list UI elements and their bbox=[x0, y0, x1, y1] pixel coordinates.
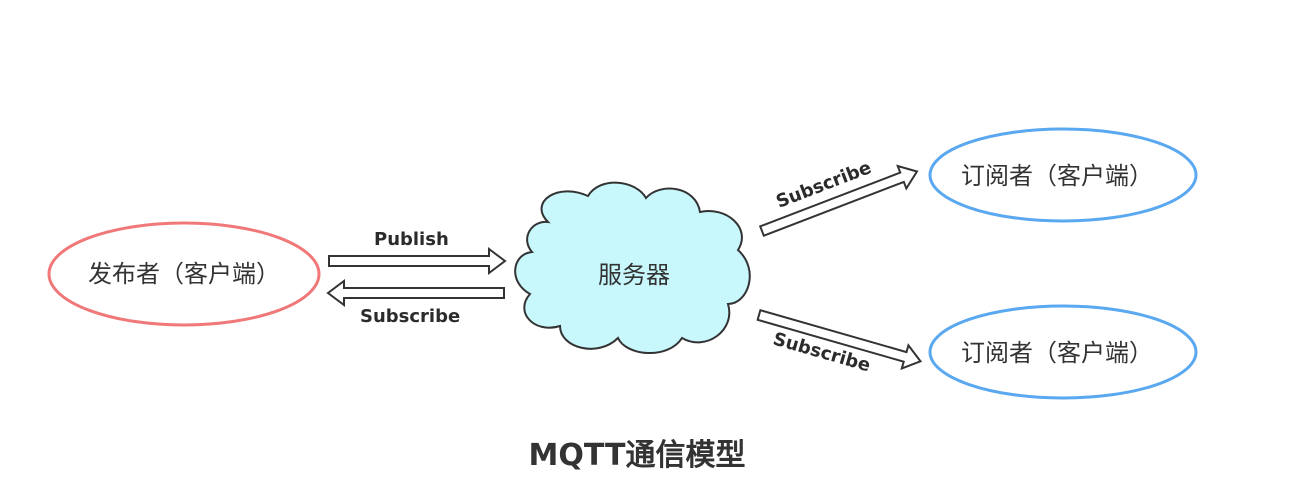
subscriber-bottom-node: 订阅者（客户端） bbox=[928, 304, 1198, 400]
subscribe-back-arrow-label: Subscribe bbox=[360, 306, 460, 327]
subscribe-back-arrow: Subscribe bbox=[326, 279, 505, 327]
subscriber-bottom-ellipse bbox=[928, 304, 1198, 400]
diagram-caption: MQTT通信模型 bbox=[529, 438, 746, 473]
publisher-node: 发布者（客户端） bbox=[47, 221, 321, 327]
subscriber-bottom-label: 订阅者（客户端） bbox=[961, 339, 1153, 367]
server-node: 服务器 bbox=[514, 181, 751, 354]
subscribe-bottom-arrow-shape bbox=[756, 308, 923, 371]
subscriber-top-node: 订阅者（客户端） bbox=[928, 127, 1198, 223]
publish-arrow: Publish bbox=[328, 229, 507, 275]
subscribe-bottom-arrow: Subscribe bbox=[756, 308, 923, 376]
publish-arrow-shape bbox=[328, 247, 507, 275]
subscriber-top-label: 订阅者（客户端） bbox=[961, 162, 1153, 190]
publisher-ellipse bbox=[47, 221, 321, 327]
subscriber-top-ellipse bbox=[928, 127, 1198, 223]
server-cloud bbox=[514, 181, 751, 354]
subscribe-top-arrow: Subscribe bbox=[758, 157, 919, 237]
subscribe-back-arrow-shape bbox=[326, 279, 505, 307]
server-label: 服务器 bbox=[598, 261, 670, 289]
subscribe-top-arrow-shape bbox=[758, 164, 919, 237]
publish-arrow-label: Publish bbox=[374, 229, 449, 250]
publisher-label: 发布者（客户端） bbox=[88, 260, 280, 288]
